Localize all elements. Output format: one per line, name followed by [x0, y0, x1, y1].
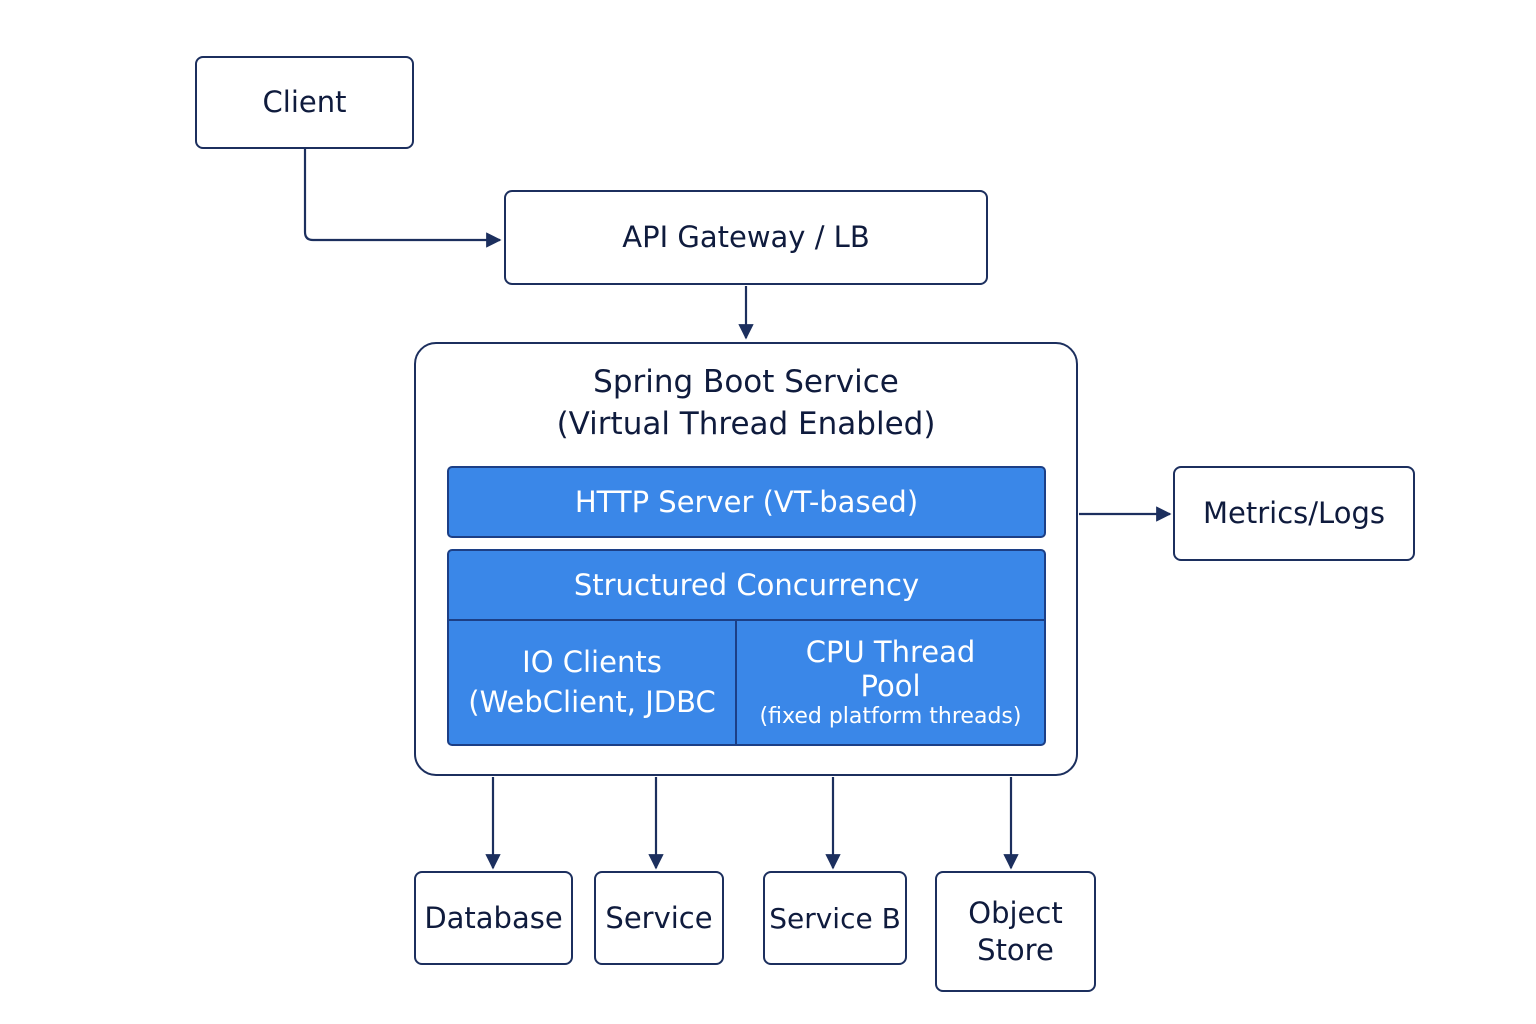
service-label: Service	[605, 900, 713, 935]
arrow-client-to-gateway	[303, 148, 502, 248]
spring-boot-service-subtitle: (Virtual Thread Enabled)	[556, 406, 936, 442]
cpu-thread-pool-title-line1: CPU Thread	[805, 634, 976, 669]
structured-concurrency-label: Structured Concurrency	[573, 568, 920, 602]
database-label: Database	[424, 900, 563, 935]
client-label: Client	[262, 85, 347, 120]
api-gateway-node: API Gateway / LB	[504, 190, 988, 285]
structured-concurrency-block: Structured Concurrency	[447, 549, 1046, 621]
api-gateway-label: API Gateway / LB	[622, 220, 870, 255]
object-store-label-line1: Object	[968, 896, 1063, 931]
metrics-logs-node: Metrics/Logs	[1173, 466, 1415, 561]
http-server-label: HTTP Server (VT-based)	[574, 485, 919, 519]
metrics-logs-label: Metrics/Logs	[1203, 496, 1385, 531]
io-clients-detail: (WebClient, JDBC	[468, 684, 716, 719]
object-store-label-line2: Store	[977, 932, 1054, 967]
http-server-block: HTTP Server (VT-based)	[447, 466, 1046, 538]
io-clients-block: IO Clients (WebClient, JDBC	[447, 619, 737, 746]
cpu-thread-pool-detail: (fixed platform threads)	[759, 704, 1022, 730]
io-clients-title: IO Clients	[522, 645, 662, 680]
service-b-node: Service B	[763, 871, 907, 965]
object-store-node: Object Store	[935, 871, 1096, 992]
client-node: Client	[195, 56, 414, 149]
cpu-thread-pool-title-line2: Pool	[860, 669, 921, 704]
service-node: Service	[594, 871, 724, 965]
database-node: Database	[414, 871, 573, 965]
service-b-label: Service B	[769, 901, 901, 935]
spring-boot-service-title: Spring Boot Service	[593, 364, 899, 400]
cpu-thread-pool-block: CPU Thread Pool (fixed platform threads)	[735, 619, 1046, 746]
